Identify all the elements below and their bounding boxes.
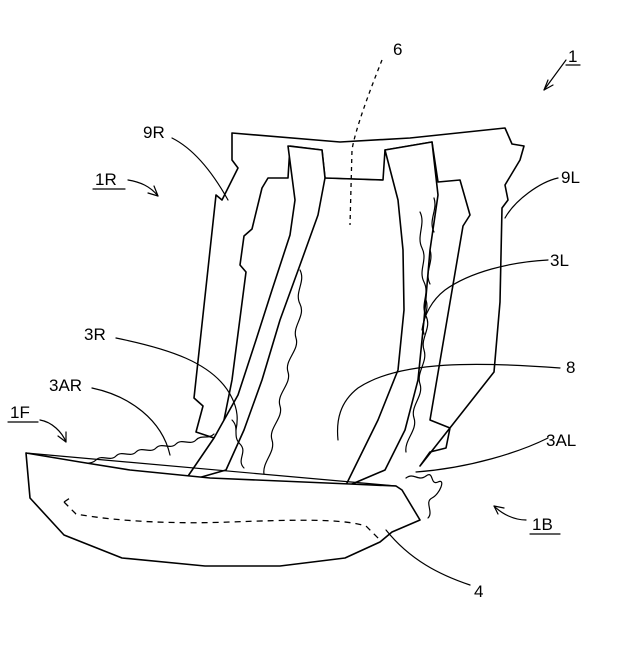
label-1B: 1B [532,515,553,534]
label-9L: 9L [561,168,580,187]
label-3AL: 3AL [546,431,576,450]
ruffle-3AR [76,434,214,468]
label-3R: 3R [84,325,106,344]
label-9R: 9R [143,123,165,142]
leader-1F-head [58,432,66,442]
leader-3R [116,338,237,430]
label-8: 8 [566,358,575,377]
label-4: 4 [474,582,483,601]
leader-1 [544,60,566,90]
label-1: 1 [568,47,577,66]
leader-3AR [92,388,170,455]
gather-3R [184,146,325,482]
leader-9R [172,138,228,200]
label-1F: 1F [10,403,30,422]
label-3AR: 3AR [49,376,82,395]
leader-1B [494,506,526,520]
leader-3L [422,260,548,330]
leader-3AL [416,438,548,472]
gather-3L [345,142,438,487]
leader-4 [386,530,470,585]
label-6: 6 [393,40,402,59]
leader-1R [128,180,158,196]
leader-6 [350,60,382,225]
label-3L: 3L [550,251,569,270]
leader-9L [505,178,558,218]
label-1R: 1R [95,170,117,189]
